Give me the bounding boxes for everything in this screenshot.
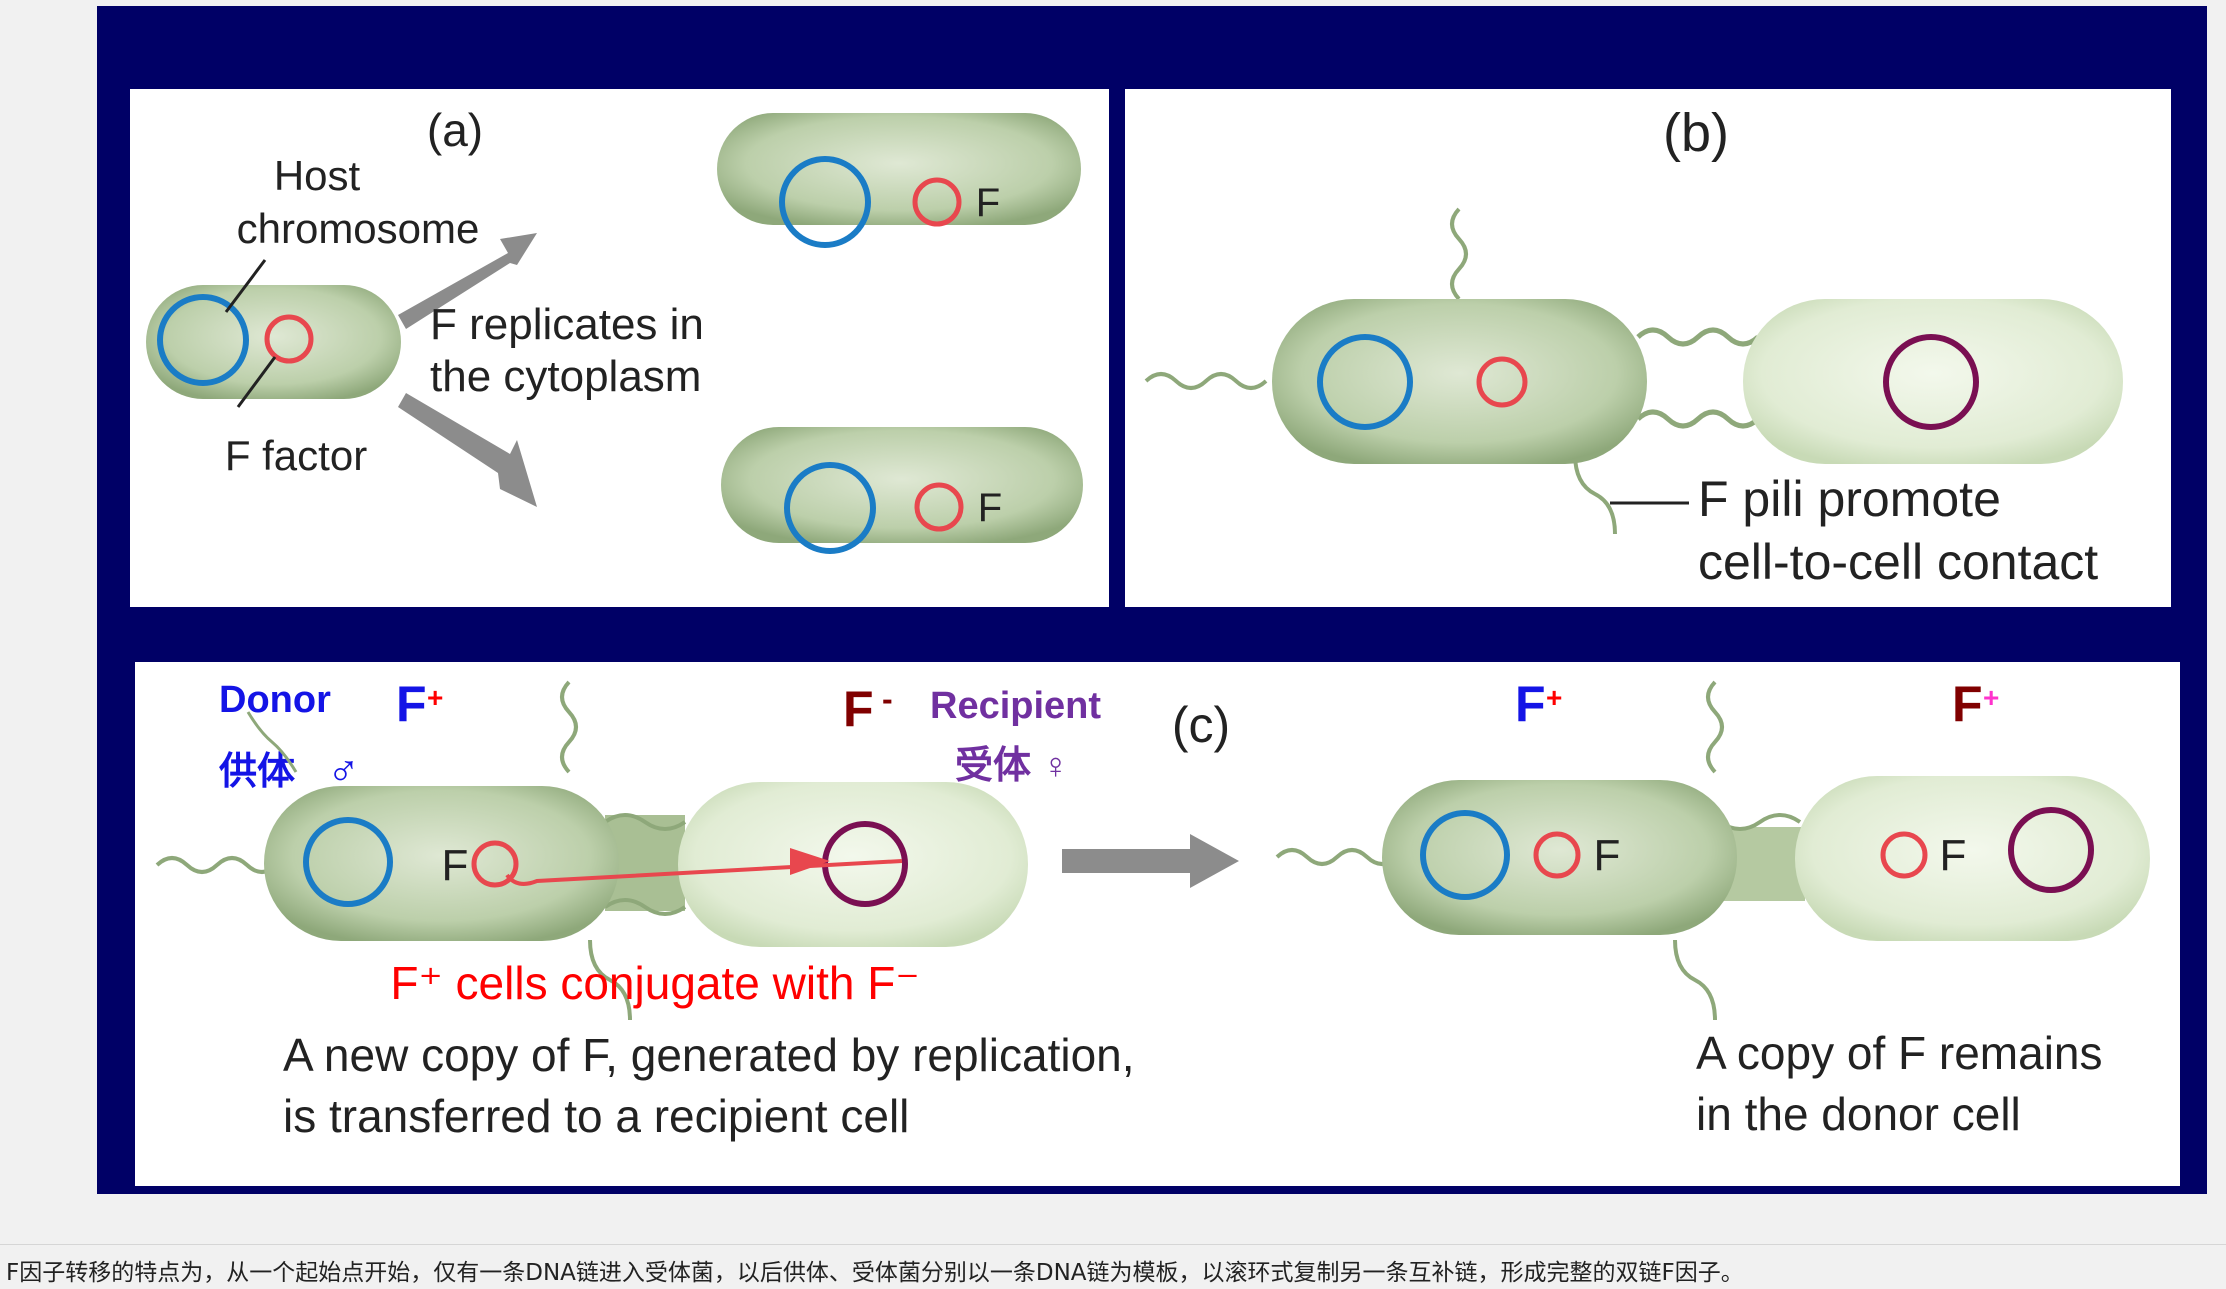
fplus-right2-base: F [1952, 676, 1983, 732]
recipient-cell-c-after [1795, 776, 2150, 941]
daughter-cell-top [717, 113, 1081, 225]
process-arrow [1062, 834, 1239, 888]
c-pilus-bottom [588, 939, 632, 1021]
daughter-bottom-f-label: F [978, 486, 1002, 530]
recipient-cn-label: 受体 [955, 745, 1031, 787]
host-chromosome-leader [224, 259, 267, 313]
panel-c: Donor 供体 ♂ F + F - Recipient 受体 ♀ (c) [135, 662, 2180, 1186]
panel-b-label: (b) [1663, 103, 1729, 163]
panel-c-diagram: Donor 供体 ♂ F + F - Recipient 受体 ♀ (c) [155, 676, 2150, 1142]
replicates-line1: F replicates in [430, 300, 704, 349]
donor-c-f-plasmid [471, 840, 519, 888]
transfer-line1: A new copy of F, generated by replicatio… [283, 1029, 1135, 1081]
c-pilus-connect-top [603, 813, 687, 831]
pili-line2: cell-to-cell contact [1698, 534, 2098, 590]
fplus-left-base: F [396, 676, 427, 732]
panel-c-label: (c) [1172, 697, 1230, 753]
recipient-after-f-label: F [1940, 831, 1967, 880]
recipient-en-label: Recipient [930, 685, 1101, 727]
fplus-right1-base: F [1515, 676, 1546, 732]
fminus-base: F [843, 681, 874, 737]
c-right-pilus-left [1275, 848, 1399, 866]
c-pilus-donor-top [246, 711, 298, 773]
donor-cn-label: 供体 [219, 751, 295, 793]
panel-b-diagram: (b) F pili promote cell-to-cell contact [1144, 103, 2123, 590]
caption-bar: F因子转移的特点为，从一个起始点开始，仅有一条DNA链进入受体菌，以后供体、受体… [0, 1244, 2226, 1289]
recipient-b-chromosome [1883, 334, 1979, 430]
panel-b: (b) F pili promote cell-to-cell contact [1125, 89, 2171, 607]
donor-b-f-plasmid [1476, 356, 1528, 408]
donor-after-f-plasmid [1533, 831, 1581, 879]
fplus-right1-sup: + [1546, 682, 1562, 713]
recipient-after-f-plasmid [1880, 831, 1928, 879]
daughter-top-f-plasmid [912, 177, 962, 227]
donor-en-label: Donor [219, 679, 331, 721]
daughter-cell-bottom [721, 427, 1083, 543]
donor-c-f-label: F [442, 841, 469, 890]
c-pilus-left [155, 856, 279, 874]
daughter-bottom-f-plasmid [914, 482, 964, 532]
lower-arrow [398, 393, 537, 507]
transfer-arrowhead [790, 848, 830, 875]
host-chromosome [157, 294, 249, 386]
transfer-line2: is transferred to a recipient cell [283, 1090, 909, 1142]
fplus-right2-sup: + [1983, 682, 1999, 713]
remains-line1: A copy of F remains [1696, 1027, 2103, 1079]
daughter-top-f-label: F [976, 181, 1000, 225]
pilus-top [1450, 207, 1468, 301]
panel-a: (a) Host chromosome F factor F replicate… [130, 89, 1109, 607]
pilus-connect-top [1636, 327, 1760, 347]
daughter-top-chromosome [779, 156, 871, 248]
replicates-line2: the cytoplasm [430, 352, 701, 401]
conjugate-text: F⁺ cells conjugate with F⁻ [390, 957, 919, 1009]
parent-cell [146, 285, 401, 399]
recipient-after-chromosome [2008, 807, 2094, 893]
donor-c-chromosome [303, 817, 393, 907]
pilus-left [1144, 372, 1268, 390]
donor-after-chromosome [1420, 810, 1510, 900]
fminus-sup: - [882, 681, 893, 717]
host-label-line2: chromosome [237, 205, 480, 252]
panel-a-label: (a) [427, 104, 483, 156]
slide: (a) Host chromosome F factor F replicate… [97, 6, 2207, 1194]
donor-b-chromosome [1317, 334, 1413, 430]
daughter-bottom-chromosome [784, 462, 876, 554]
host-label-line1: Host [274, 152, 361, 199]
f-factor-label: F factor [225, 432, 367, 479]
donor-after-f-label: F [1594, 831, 1621, 880]
pilus-bottom [1573, 453, 1617, 535]
recipient-cell-b [1743, 299, 2123, 464]
transfer-strand [505, 859, 903, 886]
c-pilus-connect-bottom [603, 898, 687, 916]
f-factor-leader [236, 356, 277, 408]
c-pilus-top [560, 680, 578, 774]
female-symbol: ♀ [1042, 745, 1069, 786]
c-right-pilus-top [1706, 680, 1724, 774]
pili-line1: F pili promote [1698, 471, 2001, 527]
fplus-left-sup: + [427, 682, 443, 713]
slide-caption: F因子转移的特点为，从一个起始点开始，仅有一条DNA链进入受体菌，以后供体、受体… [6, 1260, 1744, 1286]
remains-line2: in the donor cell [1696, 1088, 2021, 1140]
f-factor-plasmid [264, 314, 314, 364]
upper-arrow [398, 233, 537, 329]
donor-cell-b [1272, 299, 1647, 464]
pilus-connect-bottom [1636, 409, 1760, 429]
panel-a-diagram: (a) Host chromosome F factor F replicate… [146, 104, 1083, 554]
c-right-pilus-bottom [1673, 939, 1717, 1021]
male-symbol: ♂ [327, 745, 360, 794]
donor-cell-c-after [1382, 780, 1737, 935]
